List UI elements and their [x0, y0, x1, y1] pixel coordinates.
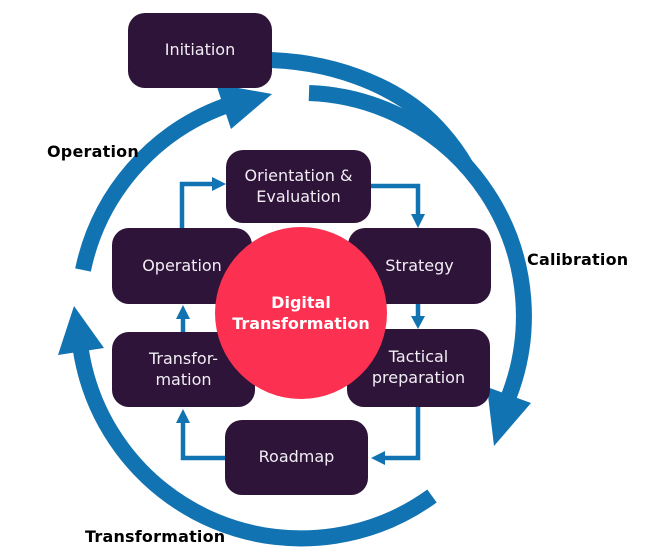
arrow-tactical-to-roadmap	[384, 407, 421, 461]
arrowhead-into-orientation-icon	[212, 177, 226, 191]
ring-arc-calibration	[308, 85, 532, 399]
arrowhead-into-roadmap-icon	[371, 451, 385, 465]
arrow-operation-to-orientation	[179, 181, 214, 228]
arrowhead-into-strategy-icon	[411, 214, 425, 228]
node-initiation: Initiation	[128, 13, 272, 88]
ring-arrowhead-left-icon	[58, 306, 104, 355]
arrowhead-into-operation-icon	[176, 305, 190, 319]
arrow-roadmap-to-transformation	[180, 421, 225, 461]
arrowhead-into-tactical-icon	[411, 316, 425, 329]
phase-label-calibration: Calibration	[527, 250, 629, 269]
initiation-entry-swoosh	[244, 51, 474, 174]
ring-arrowhead-top-icon	[216, 84, 272, 129]
arrow-orientation-to-strategy	[371, 183, 421, 216]
ring-arc-operation	[75, 98, 228, 272]
center-circle-digital-transformation: Digital Transformation	[215, 227, 387, 399]
phase-label-transformation: Transformation	[85, 527, 226, 546]
ring-arc-transformation	[73, 349, 437, 547]
node-orientation-evaluation: Orientation & Evaluation	[226, 150, 371, 223]
node-roadmap: Roadmap	[225, 420, 368, 495]
phase-label-operation: Operation	[47, 142, 139, 161]
arrowhead-into-transformation-icon	[176, 409, 190, 423]
ring-arrowhead-bottom-right-icon	[487, 387, 531, 446]
